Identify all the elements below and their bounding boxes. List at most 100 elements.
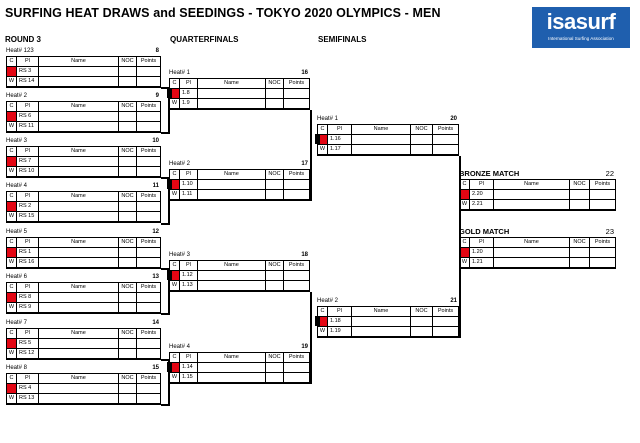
seed-placing: RS 16 (17, 258, 39, 268)
col-header-c: C (7, 57, 17, 67)
heat-label: Heat# 123 (6, 48, 34, 54)
heat-number: 16 (301, 70, 308, 76)
competitor-flag (170, 271, 180, 281)
competitor-points (590, 190, 616, 200)
competitor-name (494, 190, 570, 200)
col-header-noc: NOC (411, 307, 433, 317)
col-header-points: Points (433, 307, 459, 317)
col-header-name: Name (198, 170, 266, 180)
competitor-name (198, 363, 266, 373)
competitor-noc (119, 112, 137, 122)
competitor-noc (119, 167, 137, 177)
heat-number: 9 (155, 93, 159, 99)
competitor-points (284, 281, 310, 291)
col-header-noc: NOC (119, 102, 137, 112)
table-row: RS 3 (7, 67, 161, 77)
competitor-points (284, 89, 310, 99)
competitor-flag (7, 67, 17, 77)
competitor-flag: W (7, 349, 17, 359)
bracket-connector (459, 156, 461, 338)
competitor-flag (170, 180, 180, 190)
table-row: 1.16 (318, 135, 459, 145)
heat-label: Heat# 2 (317, 298, 339, 304)
competitor-flag: W (7, 212, 17, 222)
seed-placing: 1.15 (180, 373, 198, 383)
seed-placing: RS 12 (17, 349, 39, 359)
column-title-round3: ROUND 3 (5, 35, 42, 44)
competitor-points (137, 77, 161, 87)
competitor-points (137, 167, 161, 177)
col-header-points: Points (137, 192, 161, 202)
bracket-connector (168, 177, 170, 225)
competitor-points (137, 248, 161, 258)
col-header-noc: NOC (411, 125, 433, 135)
competitor-points (433, 145, 459, 155)
competitor-noc (119, 122, 137, 132)
competitor-flag (7, 157, 17, 167)
seed-placing: 1.12 (180, 271, 198, 281)
competitor-points (137, 212, 161, 222)
competitor-flag: W (7, 122, 17, 132)
competitor-points (137, 303, 161, 313)
competitor-flag: W (170, 190, 180, 200)
bracket-connector (310, 110, 312, 201)
competitor-flag (7, 339, 17, 349)
col-header-c: C (7, 192, 17, 202)
col-header-pl: Pl (17, 374, 39, 384)
col-header-name: Name (39, 147, 119, 157)
competitor-noc (266, 89, 284, 99)
competitor-points (590, 258, 616, 268)
heat-number: 20 (450, 116, 457, 122)
table-row: RS 1 (7, 248, 161, 258)
bracket-connector (161, 177, 169, 179)
col-header-pl: Pl (17, 283, 39, 293)
col-header-points: Points (137, 147, 161, 157)
heat-label: Heat# 3 (169, 252, 191, 258)
heat-label: Heat# 5 (6, 229, 28, 235)
col-header-pl: Pl (17, 102, 39, 112)
heat-label: BRONZE MATCH (459, 169, 520, 178)
col-header-noc: NOC (119, 374, 137, 384)
competitor-name (39, 212, 119, 222)
competitor-noc (570, 200, 590, 210)
col-header-pl: Pl (328, 307, 352, 317)
competitor-noc (119, 248, 137, 258)
heat-label: Heat# 8 (6, 365, 28, 371)
col-header-noc: NOC (266, 353, 284, 363)
competitor-points (284, 190, 310, 200)
competitor-noc (570, 190, 590, 200)
col-header-c: C (170, 261, 180, 271)
competitor-name (352, 135, 411, 145)
logo-tagline: International Surfing Association (548, 36, 614, 41)
col-header-points: Points (284, 170, 310, 180)
competitor-points (137, 384, 161, 394)
competitor-noc (119, 349, 137, 359)
bracket-connector (161, 223, 169, 225)
competitor-points (137, 394, 161, 404)
competitor-noc (119, 77, 137, 87)
table-row: 1.10 (170, 180, 310, 190)
heat-label: GOLD MATCH (459, 227, 510, 236)
competitor-points (137, 67, 161, 77)
competitor-noc (119, 202, 137, 212)
heat-number: 13 (152, 274, 159, 280)
competitor-name (39, 394, 119, 404)
